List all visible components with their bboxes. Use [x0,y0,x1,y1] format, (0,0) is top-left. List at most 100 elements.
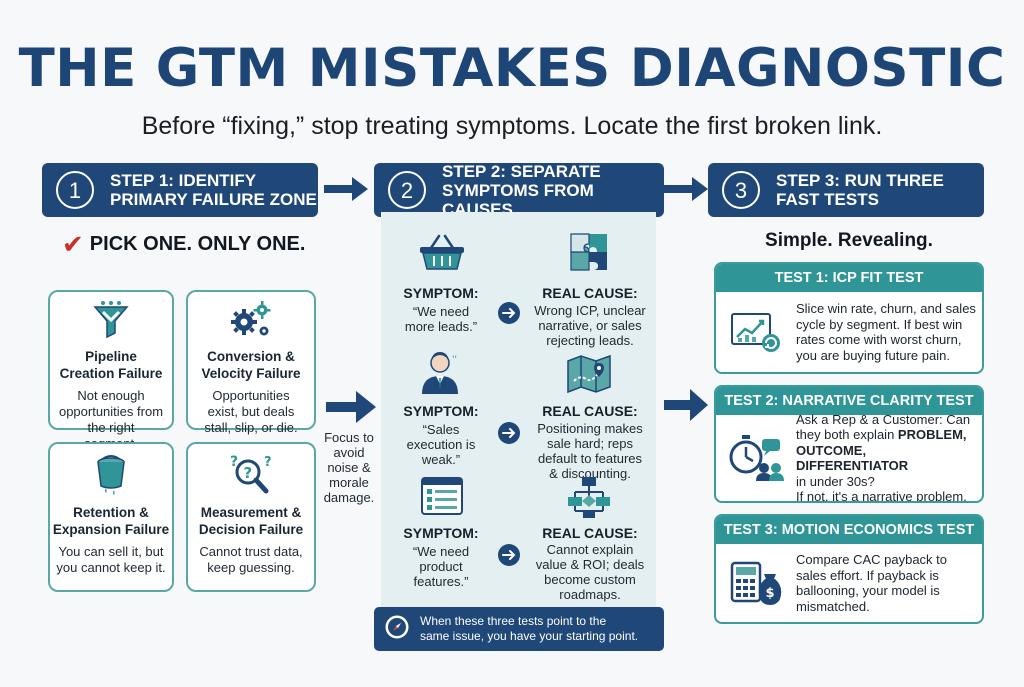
symptom-quote-line: “Sales [422,422,460,437]
svg-text:$: $ [766,586,775,601]
zone-desc-line: You can sell it, but [58,544,164,559]
focus-note-line: Focus to [324,430,374,445]
cause-text-line: rejecting leads. [546,333,634,348]
focus-note-line: damage. [323,490,375,505]
step-3-title-line2: FAST TESTS [776,190,879,209]
cause-text-line: become custom [544,572,636,587]
zone-title-line2: Decision Failure [198,522,304,537]
test-text-line: Slice win rate, churn, and sales [796,301,976,316]
test-text-bold: PROBLEM, [897,427,967,442]
symptom-quote-line: execution is [406,437,476,452]
zone-desc-line: you cannot keep it. [56,560,166,575]
zone-desc-line: keep guessing. [207,560,295,575]
test-card-motion-economics: TEST 3: MOTION ECONOMICS TEST $ Compare … [714,514,984,624]
magnifier-question-icon: ? ? ? [188,452,314,496]
step-3-banner: 3 STEP 3: RUN THREE FAST TESTS [708,163,984,217]
funnel-icon [50,300,172,340]
focus-note: Focus to avoid noise & morale damage. [318,430,380,505]
sales-rep-icon: '' [412,350,472,396]
test-text-line: they both explain PROBLEM, [796,427,976,443]
step-3-number: 3 [722,171,760,209]
symptom-quote-line: weak.” [421,452,461,467]
step-1-title-line1: STEP 1: IDENTIFY [110,171,257,190]
cause-text: Cannot explain value & ROI; deals become… [520,542,660,602]
zone-desc-line: Cannot trust data, [199,544,303,559]
cause-text-line: default to features [537,451,643,466]
zone-card-retention: Retention & Expansion Failure You can se… [48,442,174,592]
symptom-quote-line: features.” [413,574,469,589]
zone-desc-line: exist, but deals [207,404,295,419]
test-text-line: sales effort. If payback is [796,567,939,583]
cause-text-line: & discounting. [549,466,631,481]
svg-text:?: ? [264,455,272,470]
focus-note-line: noise & [327,460,371,475]
test-text-line: ballooning, your model is [796,583,940,598]
compass-icon [384,614,410,644]
test-text-line: you are buying future pain. [796,347,950,363]
symptom-quote-line: more leads.” [404,319,478,334]
svg-text:?: ? [244,464,253,482]
zone-title-line1: Measurement & [200,505,302,520]
symptom-quote: “Sales execution is weak.” [386,422,496,467]
test-text-line: in under 30s? [796,473,875,489]
gears-icon [188,300,314,340]
cause-label: REAL CAUSE: [542,285,638,301]
test-header: TEST 3: MOTION ECONOMICS TEST [716,516,982,544]
symptom-label: SYMPTOM: [403,285,479,301]
symptom-quote-line: “We need [412,544,470,559]
zone-desc-line: Not enough [77,388,145,403]
test-text-line: If not, it's a narrative problem. [796,489,967,503]
zone-desc-line: Opportunities [212,388,290,403]
step-1-number: 1 [56,171,94,209]
arrow-circle-icon [497,543,521,567]
zone-desc-line: the right [87,420,135,435]
cause-text-line: sale hard; reps [547,436,633,451]
map-icon [563,350,615,398]
symptom-quote-line: product [419,559,463,574]
cause-text-line: roadmaps. [559,587,621,602]
cause-text-line: Wrong ICP, unclear [534,303,646,318]
test-text-line: OUTCOME, DIFFERENTIATOR [796,443,976,474]
symptom-quote: “We need product features.” [386,544,496,589]
zone-title-line1: Retention & [73,505,149,520]
test-text-line: cycle by segment. If best win [796,316,963,332]
basket-icon [412,233,472,273]
zone-title-line2: Creation Failure [59,366,163,381]
test-header: TEST 2: NARRATIVE CLARITY TEST [716,387,982,415]
svg-text:?: ? [230,454,238,470]
svg-text:'': '' [452,355,457,365]
test-text-segment: they both explain [796,427,898,442]
cause-text-line: value & ROI; deals [535,557,645,572]
checkmark-icon: ✔ [62,229,84,259]
symptom-quote: “We need more leads.” [386,304,496,334]
focus-note-line: morale [329,475,369,490]
step-3-title-line1: STEP 3: RUN THREE [776,171,944,190]
zone-title-line2: Expansion Failure [52,522,170,537]
calculator-moneybag-icon: $ [726,559,786,607]
zone-card-pipeline: Pipeline Creation Failure Not enough opp… [48,290,174,451]
focus-note-line: avoid [333,445,365,460]
test-card-narrative-clarity: TEST 2: NARRATIVE CLARITY TEST Ask a Rep… [714,385,984,503]
puzzle-icon [563,228,615,276]
page-title: THE GTM MISTAKES DIAGNOSTIC [18,38,1006,99]
arrow-right-icon [662,386,710,429]
zone-card-conversion: Conversion & Velocity Failure Opportunit… [186,290,316,435]
symptom-quote-line: “We need [412,304,470,319]
arrow-circle-icon [497,421,521,445]
page-subtitle: Before “fixing,” stop treating symptoms.… [141,112,883,140]
step-1-title-line2: PRIMARY FAILURE ZONE [110,190,317,209]
starting-point-line: When these three tests point to the [420,614,607,628]
pick-one-heading: ✔ PICK ONE. ONLY ONE. [62,229,305,260]
arrow-right-icon [662,174,710,204]
cause-label: REAL CAUSE: [542,403,638,419]
symptom-label: SYMPTOM: [403,525,479,541]
cause-label: REAL CAUSE: [542,525,638,541]
test-card-icp-fit: TEST 1: ICP FIT TEST Slice win rate, chu… [714,262,984,374]
cause-text: Wrong ICP, unclear narrative, or sales r… [520,303,660,348]
step-2-title-line1: STEP 2: SEPARATE [442,161,601,181]
arrow-circle-icon [497,301,521,325]
symptom-label: SYMPTOM: [403,403,479,419]
test-text-bold: OUTCOME, DIFFERENTIATOR [796,442,909,474]
cause-text: Positioning makes sale hard; reps defaul… [520,421,660,481]
test-header: TEST 1: ICP FIT TEST [716,264,982,292]
